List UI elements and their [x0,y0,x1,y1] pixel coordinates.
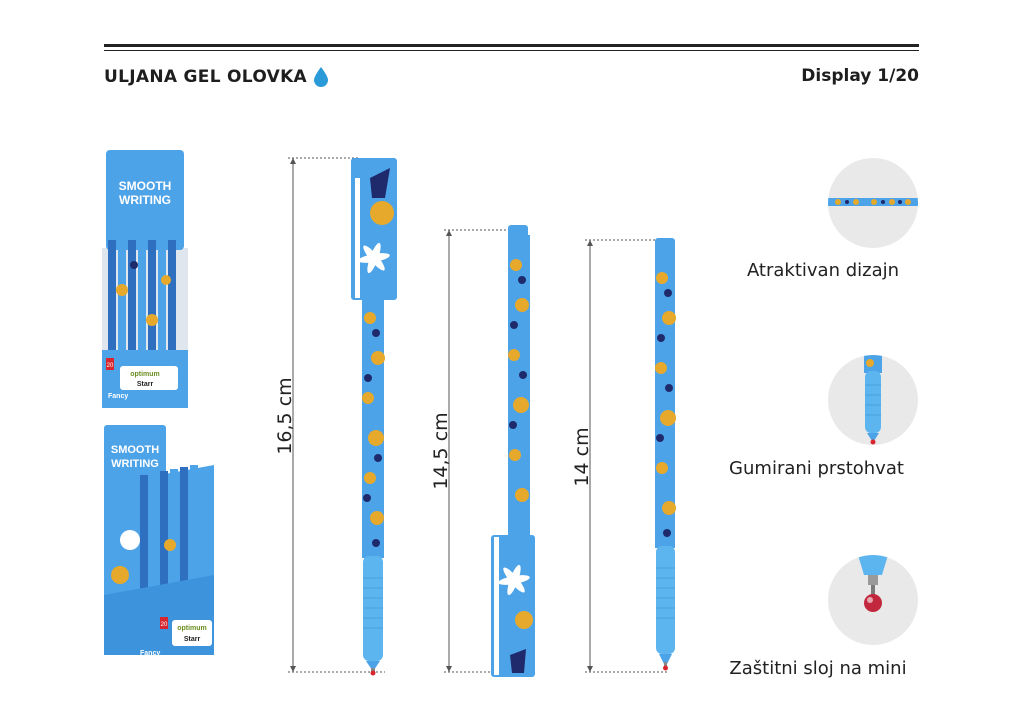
product-title-text: ULJANA GEL OLOVKA [104,67,307,87]
header-rule-thick [104,44,919,47]
display-count: Display 1/20 [801,66,919,86]
dimension-label-16-5: 16,5 cm [274,377,296,455]
feature-design-circle [828,158,918,248]
svg-text:Starr: Starr [137,381,154,388]
pen-design-icon [828,198,918,206]
svg-text:Fancy: Fancy [108,393,128,400]
ink-drop-icon [314,67,328,87]
feature-grip-circle [828,355,918,445]
svg-text:WRITING: WRITING [119,193,171,207]
svg-text:20: 20 [161,622,168,628]
feature-grip-label: Gumirani prstohvat [729,458,904,479]
dimension-label-14: 14 cm [571,427,593,487]
svg-text:optimum: optimum [130,371,160,378]
header-rule-thin [104,50,919,51]
svg-text:Starr: Starr [184,636,201,643]
rubber-grip-icon [864,355,882,445]
pen-cap-posted [488,225,538,680]
svg-text:SMOOTH: SMOOTH [111,444,159,456]
dimension-label-14-5: 14,5 cm [430,412,452,490]
svg-text:WRITING: WRITING [111,458,159,470]
pen-uncapped [645,238,685,678]
display-box-photo-bottom: optimum Starr Fancy SMOOTH WRITING 20 [100,425,218,663]
product-title: ULJANA GEL OLOVKA [104,66,329,88]
svg-text:20: 20 [107,363,114,369]
svg-text:SMOOTH: SMOOTH [119,179,172,193]
svg-text:Fancy: Fancy [140,650,160,657]
pen-rack [108,240,176,350]
feature-design-label: Atraktivan dizajn [746,260,900,281]
feature-tip-circle [828,555,918,645]
feature-tip-label: Zaštitni sloj na mini [729,658,907,679]
pen-capped [350,158,400,678]
display-box-photo-top: optimum Starr Fancy SMOOTH WRITING 20 [100,150,190,412]
tip-cap-icon [858,555,888,612]
svg-text:optimum: optimum [177,625,207,632]
